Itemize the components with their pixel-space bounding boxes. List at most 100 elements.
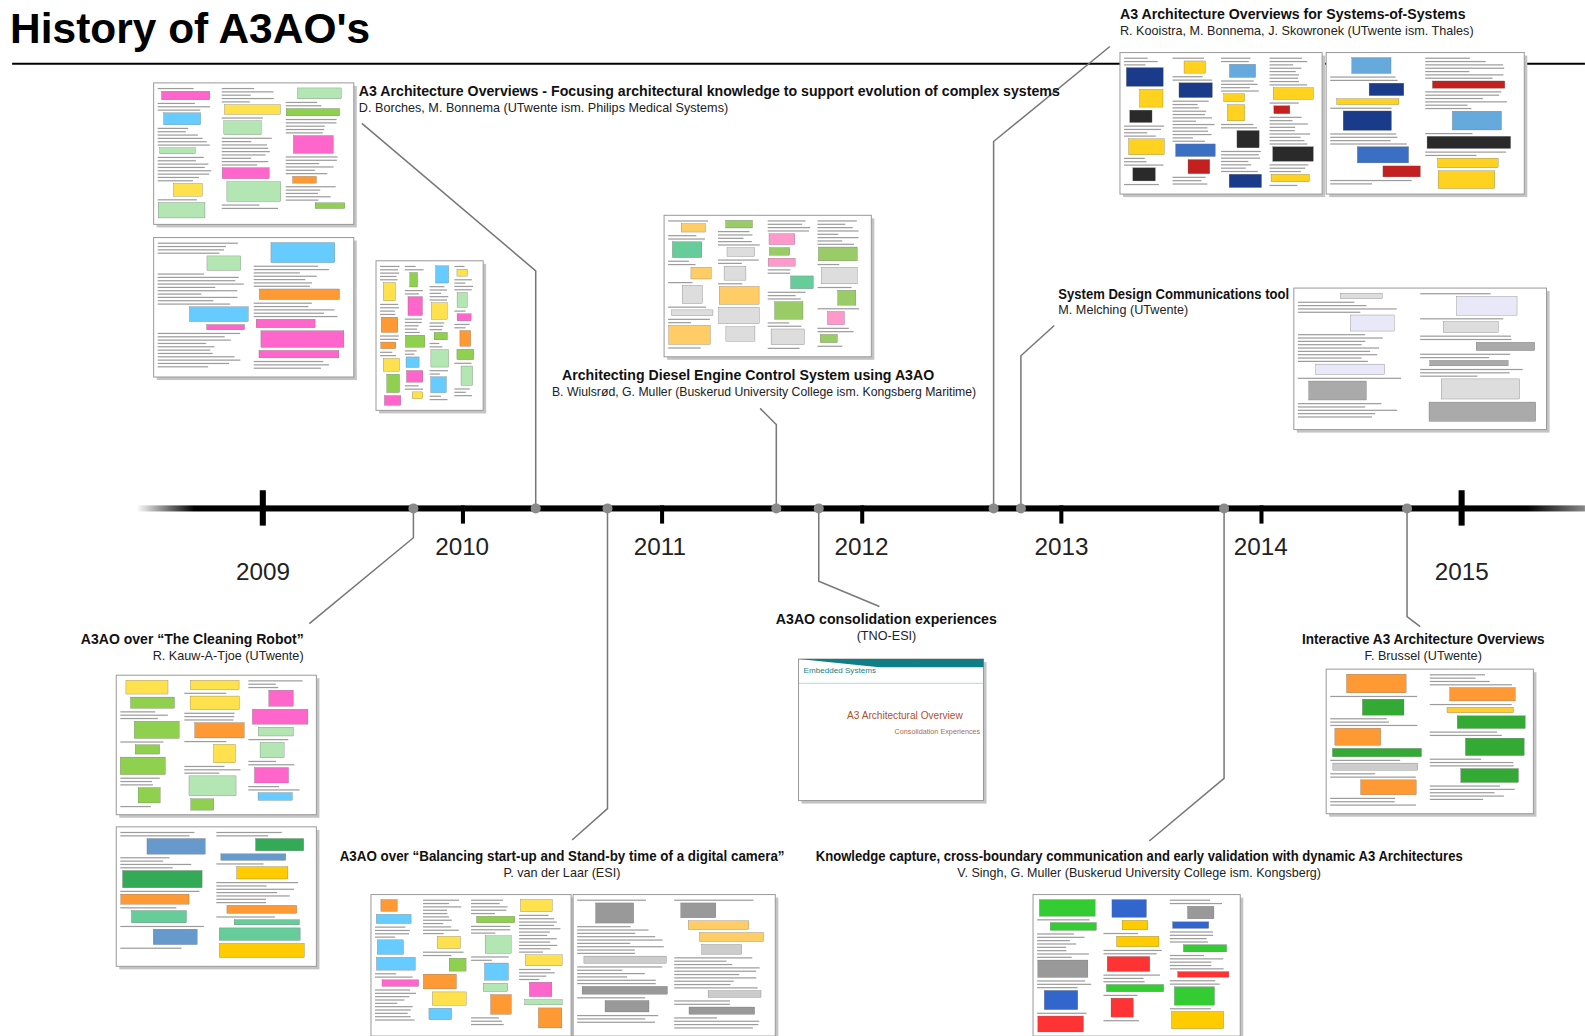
thumbnail-text-line xyxy=(120,835,189,836)
thumbnail-text-line xyxy=(1430,799,1483,800)
thumbnail-text-line xyxy=(286,160,337,161)
thumbnail-text-line xyxy=(216,895,289,896)
thumbnail-text-line xyxy=(286,189,320,190)
thumbnail-text-line xyxy=(519,928,560,929)
thumbnail-block xyxy=(412,392,423,399)
thumbnail-text-line xyxy=(286,173,328,174)
thumbnail-text-line xyxy=(718,238,744,239)
thumbnail-text-line xyxy=(1037,1013,1087,1014)
thumbnail-text-line xyxy=(254,361,324,362)
thumbnail-text-line xyxy=(1330,76,1395,77)
thumbnail-block xyxy=(1173,922,1209,929)
thumbnail-text-line xyxy=(286,166,334,167)
thumbnail-text-line xyxy=(1330,133,1396,134)
thumbnail-text-line xyxy=(1430,759,1481,760)
paper-title: Interactive A3 Architecture Overviews xyxy=(1302,631,1545,647)
slide-thumbnail xyxy=(799,659,987,804)
thumbnail-text-line xyxy=(430,373,440,374)
thumbnail-text-line xyxy=(423,913,447,914)
thumbnail-text-line xyxy=(375,927,405,928)
thumbnail-block xyxy=(1129,139,1165,155)
thumbnail-text-line xyxy=(120,741,163,742)
thumbnail-text-line xyxy=(577,943,630,944)
thumbnail-text-line xyxy=(1298,406,1365,407)
thumbnail-text-line xyxy=(1173,58,1204,59)
thumbnail-text-line xyxy=(286,126,325,127)
thumbnail-block xyxy=(1461,769,1519,783)
thumbnail-text-line xyxy=(254,269,329,270)
thumbnail-text-line xyxy=(1330,798,1395,799)
thumbnail-text-line xyxy=(1173,131,1209,132)
thumbnail-text-line xyxy=(120,867,173,868)
thumbnail-block xyxy=(408,297,422,316)
thumbnail-text-line xyxy=(375,973,396,974)
thumbnail-text-line xyxy=(380,266,399,267)
thumbnail-text-line xyxy=(1270,133,1311,134)
thumbnail-text-line xyxy=(817,308,859,309)
thumbnail-text-line xyxy=(1221,158,1260,159)
thumbnail-text-line xyxy=(1170,980,1216,981)
thumbnail-text-line xyxy=(380,335,399,336)
thumbnail-text-line xyxy=(1173,107,1199,108)
thumbnail-text-line xyxy=(158,243,238,244)
document-thumbnail xyxy=(1326,669,1536,817)
thumbnail-text-line xyxy=(1270,78,1298,79)
thumbnail-text-line xyxy=(380,307,399,308)
thumbnail-text-line xyxy=(286,186,336,187)
thumbnail-text-line xyxy=(430,293,442,294)
document-thumbnail xyxy=(1033,895,1243,1036)
year-tick xyxy=(860,505,864,523)
thumbnail-block xyxy=(387,374,400,392)
thumbnail-block xyxy=(1107,957,1150,972)
thumbnail-text-line xyxy=(158,131,186,132)
thumbnail-text-line xyxy=(222,98,274,99)
thumbnail-text-line xyxy=(1221,151,1261,152)
thumbnail-text-line xyxy=(577,976,627,977)
thumbnail-text-line xyxy=(1103,933,1138,934)
thumbnail-text-line xyxy=(380,276,396,277)
thumbnail-block xyxy=(138,788,160,803)
document-thumbnail xyxy=(573,895,778,1036)
paper-authors: R. Kooistra, M. Bonnema, J. Skowronek (U… xyxy=(1120,24,1474,39)
thumbnail-block xyxy=(1039,900,1095,917)
thumbnail-text-line xyxy=(1170,903,1222,904)
thumbnail-block xyxy=(423,974,456,989)
thumbnail-text-line xyxy=(1425,155,1476,156)
thumbnail-block xyxy=(1430,360,1508,366)
thumbnail-text-line xyxy=(1173,117,1212,118)
thumbnail-text-line xyxy=(1170,962,1212,963)
thumbnail-text-line xyxy=(471,926,510,927)
thumbnail-text-line xyxy=(120,861,163,862)
thumbnail-text-line xyxy=(1330,725,1417,726)
thumbnail-text-line xyxy=(248,761,276,762)
thumbnail-block xyxy=(1340,293,1382,298)
thumbnail-text-line xyxy=(1173,137,1193,138)
thumbnail-block xyxy=(162,91,210,100)
leader-line xyxy=(309,508,413,623)
thumbnail-text-line xyxy=(1420,336,1511,337)
thumbnail-text-line xyxy=(1425,152,1506,153)
thumbnail-text-line xyxy=(158,290,238,291)
thumbnail-block xyxy=(256,839,304,851)
thumbnail-block xyxy=(1457,716,1525,729)
thumbnail-text-line xyxy=(1103,1020,1139,1021)
thumbnail-text-line xyxy=(1037,980,1085,981)
thumbnail-block xyxy=(820,334,837,342)
thumbnail-text-line xyxy=(158,277,239,278)
thumbnail-text-line xyxy=(1170,941,1208,942)
thumbnail-text-line xyxy=(718,241,752,242)
thumbnail-text-line xyxy=(577,933,635,934)
thumbnail-text-line xyxy=(1270,168,1306,169)
thumbnail-block xyxy=(1332,748,1421,756)
thumbnail-text-line xyxy=(1270,68,1302,69)
thumbnail-block xyxy=(1452,111,1501,130)
thumbnail-text-line xyxy=(375,989,410,990)
thumbnail-text-line xyxy=(817,240,842,241)
thumbnail-text-line xyxy=(577,939,662,940)
thumbnail-text-line xyxy=(158,300,214,301)
thumbnail-text-line xyxy=(216,885,266,886)
thumbnail-text-line xyxy=(1221,154,1259,155)
thumbnail-text-line xyxy=(674,961,726,962)
thumbnail-text-line xyxy=(1173,127,1208,128)
